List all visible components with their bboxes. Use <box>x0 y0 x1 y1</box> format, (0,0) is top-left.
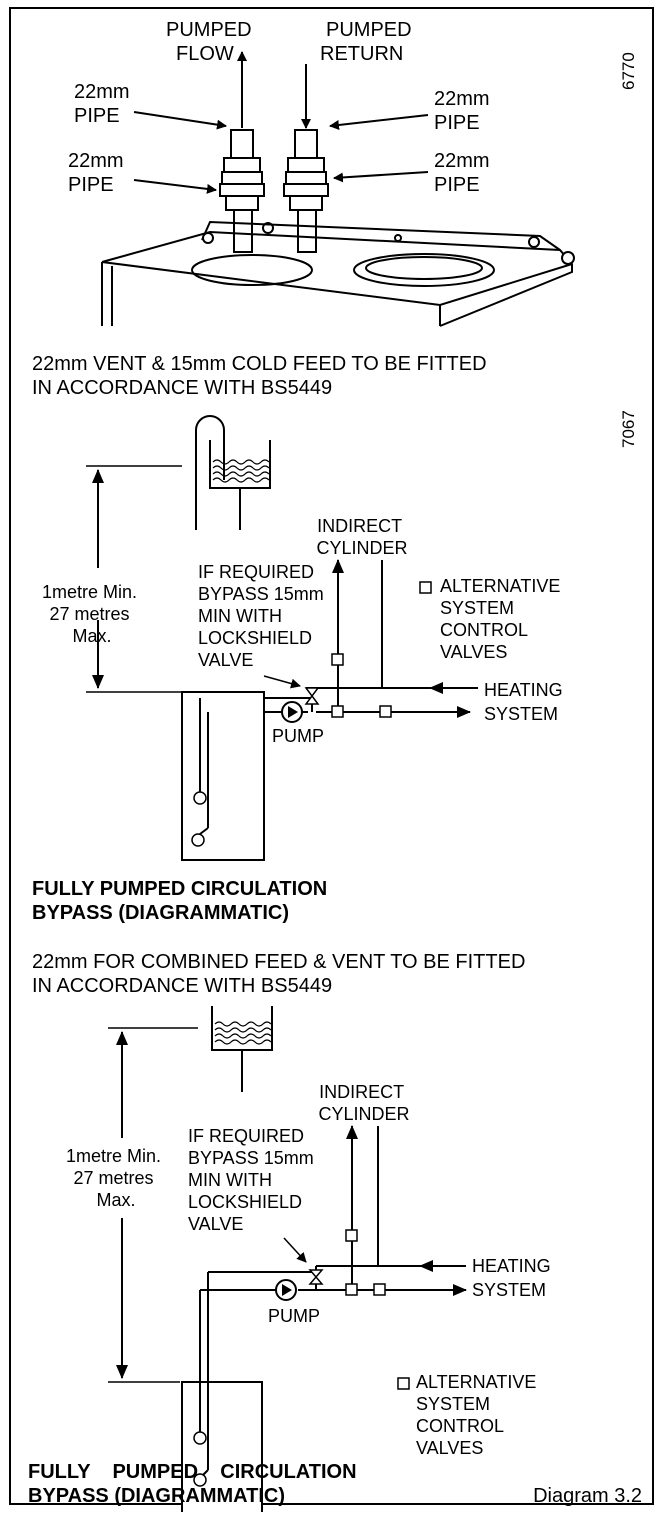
bypass-lockshield-valve <box>304 687 320 705</box>
fully-pumped-heading-bottom: FULLY PUMPED CIRCULATION BYPASS (DIAGRAM… <box>28 1461 362 1507</box>
bypass-label-bottom: IF REQUIRED BYPASS 15mm MIN WITH LOCKSHI… <box>188 1126 319 1234</box>
bypass-label: IF REQUIRED BYPASS 15mm MIN WITH LOCKSHI… <box>198 562 329 670</box>
height-dimension-label: 1metre Min. 27 metres Max. <box>42 582 142 646</box>
combined-feed-note: 22mm FOR COMBINED FEED & VENT TO BE FITT… <box>32 951 531 997</box>
pumped-return-label: PUMPED RETURN <box>320 19 417 65</box>
pump-symbol <box>281 701 303 723</box>
sealed-feed-vent-diagram: 22mm FOR COMBINED FEED & VENT TO BE FITT… <box>28 951 642 1517</box>
pump-label: PUMP <box>272 726 324 746</box>
cylinder-label-bottom: INDIRECT CYLINDER <box>318 1082 409 1124</box>
figure-code-6770: 6770 <box>619 52 638 90</box>
boiler-top-illustration: PUMPED FLOW PUMPED RETURN 6770 22mm PIPE… <box>68 19 638 327</box>
pipe-label-lower-left: 22mm PIPE <box>68 150 129 196</box>
feed-expansion-tank <box>209 440 271 530</box>
fully-pumped-heading: FULLY PUMPED CIRCULATION BYPASS (DIAGRAM… <box>32 878 333 924</box>
control-valve-cylinder-bottom <box>345 1229 358 1242</box>
vent-feed-note: 22mm VENT & 15mm COLD FEED TO BE FITTED … <box>32 353 492 399</box>
pump-label-bottom: PUMP <box>268 1306 320 1326</box>
pipe-label-upper-left: 22mm PIPE <box>74 81 135 127</box>
control-valve-cylinder <box>331 653 344 666</box>
legend-valve-square <box>419 581 432 594</box>
feed-vent-tank <box>211 1006 273 1092</box>
figure-code-7067: 7067 <box>619 410 638 448</box>
control-valve-flow-2 <box>379 705 392 718</box>
legend-label: ALTERNATIVE SYSTEM CONTROL VALVES <box>440 576 565 662</box>
diagram-reference: Diagram 3.2 <box>533 1485 642 1507</box>
heating-system-label-bottom: HEATING SYSTEM <box>472 1256 556 1300</box>
legend-label-bottom: ALTERNATIVE SYSTEM CONTROL VALVES <box>416 1372 541 1458</box>
boiler-box <box>181 691 265 861</box>
control-valve-flow-2-bottom <box>373 1283 386 1296</box>
legend-valve-square-bottom <box>397 1377 410 1390</box>
cylinder-label: INDIRECT CYLINDER <box>316 516 407 558</box>
outer-border <box>9 7 654 1505</box>
heating-system-label: HEATING SYSTEM <box>484 680 568 724</box>
pipe-label-upper-right: 22mm PIPE <box>434 88 495 134</box>
control-valve-flow-1-bottom <box>345 1283 358 1296</box>
bypass-lockshield-valve-bottom <box>308 1269 324 1285</box>
pumped-flow-label: PUMPED FLOW <box>166 19 257 65</box>
height-dimension-label-bottom: 1metre Min. 27 metres Max. <box>66 1146 166 1210</box>
pump-symbol-bottom <box>275 1279 297 1301</box>
vented-system-diagram: 22mm VENT & 15mm COLD FEED TO BE FITTED … <box>32 353 638 924</box>
pipe-label-lower-right: 22mm PIPE <box>434 150 495 196</box>
boiler-box-bottom <box>181 1381 263 1517</box>
control-valve-flow-1 <box>331 705 344 718</box>
